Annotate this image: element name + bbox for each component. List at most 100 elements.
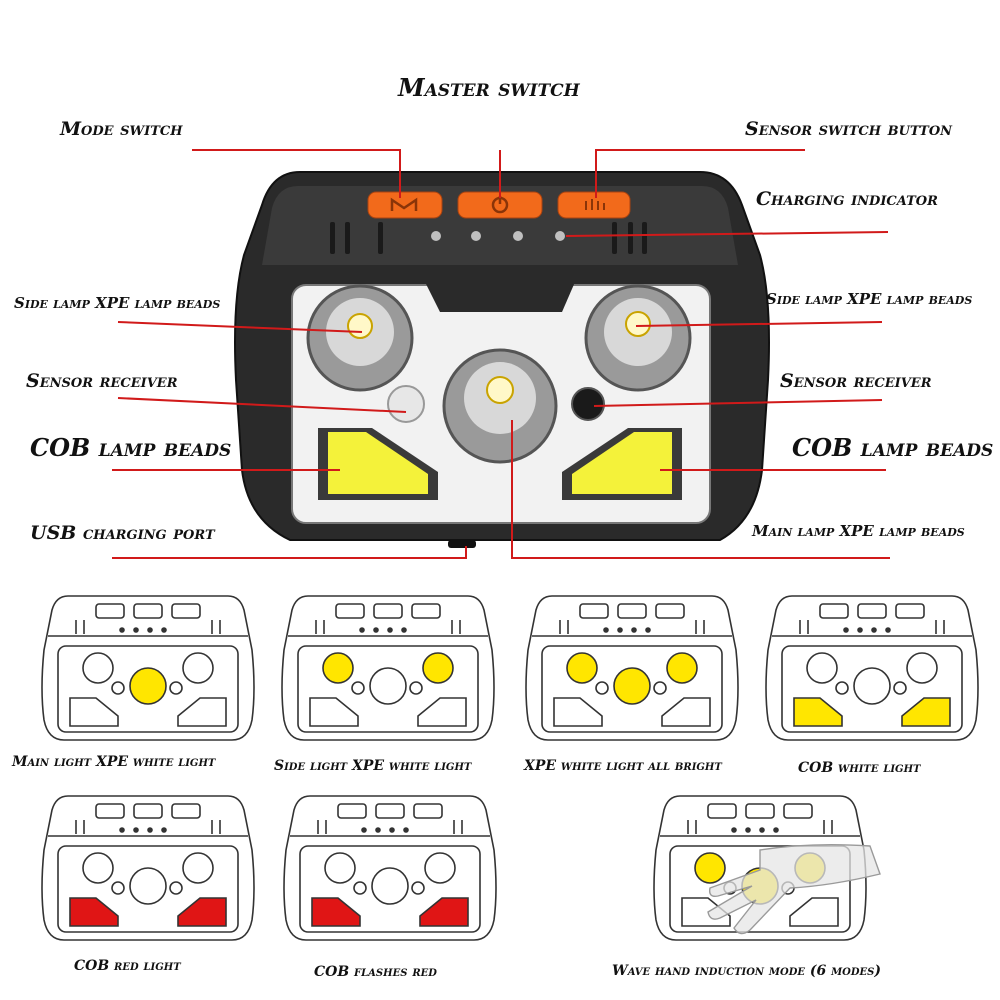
mini-side-lamp-left	[82, 852, 114, 884]
mode-illustration-4	[41, 795, 255, 941]
mini-power-button	[857, 603, 887, 619]
mode-label-main: Main light XPE white light	[12, 754, 216, 770]
mini-main-lamp	[853, 667, 891, 705]
mini-indicator-dot	[147, 827, 153, 833]
mini-cob-left	[311, 897, 361, 927]
mini-face	[669, 845, 851, 933]
mini-indicator-dot	[631, 627, 637, 633]
master-switch-label: Master switch	[398, 73, 580, 102]
mini-cob-left	[69, 697, 119, 727]
mini-indicator-dot	[387, 627, 393, 633]
mode-button[interactable]	[367, 191, 443, 219]
mini-indicator-dot	[885, 627, 891, 633]
mini-indicator-dot	[133, 827, 139, 833]
mini-cob-left	[69, 897, 119, 927]
mini-cob-left	[309, 697, 359, 727]
mini-side-lamp-right	[906, 652, 938, 684]
usb-port	[448, 540, 476, 548]
mode-m-icon	[390, 197, 418, 211]
cob-left-label: COB lamp beads	[30, 433, 232, 462]
mini-mode-button	[95, 803, 125, 819]
mini-indicator-dot	[161, 827, 167, 833]
mode-switch-label: Mode switch	[60, 118, 183, 140]
mode-label-cob-white: COB white light	[798, 760, 921, 776]
mode-illustration-3	[765, 595, 979, 741]
mode-illustration-1	[281, 595, 495, 741]
mini-mode-button	[337, 803, 367, 819]
wave-icon	[585, 199, 605, 210]
mini-indicator-dot	[857, 627, 863, 633]
mini-indicator-dot	[389, 827, 395, 833]
mini-side-lamp-right	[182, 652, 214, 684]
mini-indicator-dot	[133, 627, 139, 633]
mini-cob-left	[793, 697, 843, 727]
mini-indicator-dot	[745, 827, 751, 833]
mini-indicator-dot	[773, 827, 779, 833]
mini-indicator-dot	[403, 827, 409, 833]
cob-right-label: COB lamp beads	[792, 433, 994, 462]
mode-label-cob-flash: COB flashes red	[314, 964, 437, 980]
sensor-receiver-left-label: Sensor receiver	[26, 370, 178, 392]
sensor-switch-label: Sensor switch button	[745, 118, 953, 140]
mini-indicator-dot	[361, 827, 367, 833]
mini-sensor-button	[171, 603, 201, 619]
cob-left	[328, 432, 428, 494]
mini-cob-right	[789, 897, 839, 927]
main-lamp	[442, 348, 558, 464]
mini-indicator-dot	[645, 627, 651, 633]
mini-face	[541, 645, 723, 733]
mini-sensor-left	[835, 681, 849, 695]
mini-mode-button	[819, 603, 849, 619]
side-lamp-right	[584, 284, 692, 392]
mini-side-lamp-left	[566, 652, 598, 684]
mode-label-all: XPE white light all bright	[524, 758, 722, 774]
mini-sensor-right	[409, 681, 423, 695]
mini-main-lamp	[129, 667, 167, 705]
mini-cob-left	[553, 697, 603, 727]
mini-side-lamp-right	[182, 852, 214, 884]
mini-cob-right	[901, 697, 951, 727]
mini-indicator-dot	[603, 627, 609, 633]
hand-icon	[707, 843, 881, 935]
mini-side-lamp-right	[422, 652, 454, 684]
mini-power-button	[373, 603, 403, 619]
mini-indicator-dot	[759, 827, 765, 833]
mini-indicator-dot	[119, 827, 125, 833]
sensor-emitter	[387, 385, 425, 423]
mini-cob-right	[177, 697, 227, 727]
mini-power-button	[745, 803, 775, 819]
mini-indicator-dot	[373, 627, 379, 633]
mini-main-lamp	[129, 867, 167, 905]
mini-sensor-button	[783, 803, 813, 819]
sensor-button[interactable]	[557, 191, 631, 219]
mini-sensor-button	[171, 803, 201, 819]
usb-port-label: USB charging port	[30, 522, 215, 544]
mini-sensor-right	[169, 681, 183, 695]
side-lamp-left-label: Side lamp XPE lamp beads	[14, 294, 221, 312]
mini-power-button	[375, 803, 405, 819]
mini-mode-button	[335, 603, 365, 619]
mode-illustration-5	[283, 795, 497, 941]
mini-side-lamp-left	[82, 652, 114, 684]
mini-indicator-dot	[617, 627, 623, 633]
mini-main-lamp	[371, 867, 409, 905]
mini-face	[781, 645, 963, 733]
mini-mode-button	[707, 803, 737, 819]
mini-side-lamp-left	[806, 652, 838, 684]
mode-label-side: Side light XPE white light	[274, 758, 472, 774]
mini-side-lamp-right	[666, 652, 698, 684]
mini-face	[57, 845, 239, 933]
mini-cob-right	[419, 897, 469, 927]
mini-indicator-dot	[871, 627, 877, 633]
mini-main-lamp	[369, 667, 407, 705]
mini-face	[299, 845, 481, 933]
cob-right	[572, 432, 672, 494]
mini-indicator-dot	[119, 627, 125, 633]
mini-face	[57, 645, 239, 733]
mini-indicator-dot	[147, 627, 153, 633]
mini-indicator-dot	[401, 627, 407, 633]
mode-illustration-2	[525, 595, 739, 741]
leader-lines	[112, 149, 890, 559]
mini-indicator-dot	[161, 627, 167, 633]
